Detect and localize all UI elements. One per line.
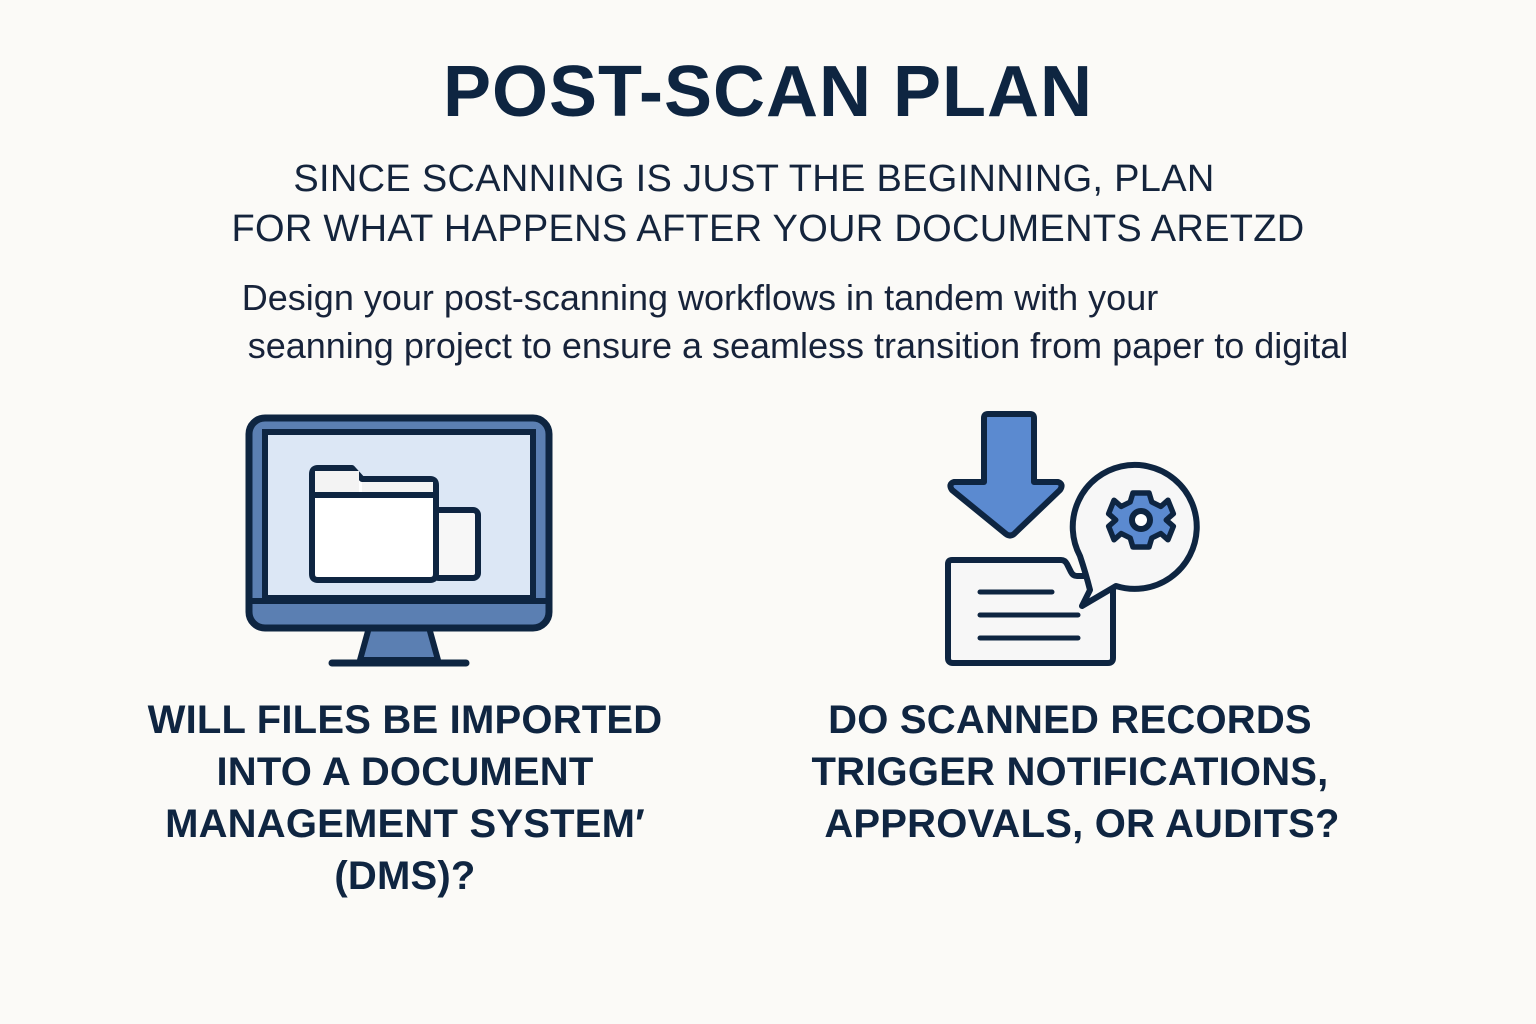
download-document-gear-icon bbox=[940, 408, 1210, 670]
question-line: (DMS)? bbox=[334, 854, 476, 898]
description: Design your post-scanning workflows in t… bbox=[0, 274, 1536, 370]
dms-question: WILL FILES BE IMPORTED INTO A DOCUMENT M… bbox=[120, 694, 690, 902]
subheading-line: SINCE SCANNING IS JUST THE BEGINNING, PL… bbox=[293, 158, 1215, 200]
question-line: DO SCANNED RECORDS bbox=[828, 698, 1312, 742]
subheading-line: FOR WHAT HAPPENS AFTER YOUR DOCUMENTS AR… bbox=[231, 208, 1305, 250]
description-line: Design your post-scanning workflows in t… bbox=[241, 277, 1159, 318]
question-line: WILL FILES BE IMPORTED bbox=[147, 698, 663, 742]
question-line: APPROVALS, OR AUDITS? bbox=[824, 802, 1340, 846]
description-line: seanning project to ensure a seamless tr… bbox=[247, 325, 1349, 366]
notifications-question: DO SCANNED RECORDS TRIGGER NOTIFICATIONS… bbox=[770, 694, 1370, 850]
question-line: MANAGEMENT SYSTEM′ bbox=[165, 802, 645, 846]
question-line: INTO A DOCUMENT bbox=[216, 750, 594, 794]
monitor-folder-icon bbox=[244, 412, 554, 670]
subheading: SINCE SCANNING IS JUST THE BEGINNING, PL… bbox=[0, 154, 1536, 254]
page-title: POST-SCAN PLAN bbox=[442, 52, 1094, 132]
question-line: TRIGGER NOTIFICATIONS, bbox=[811, 750, 1329, 794]
